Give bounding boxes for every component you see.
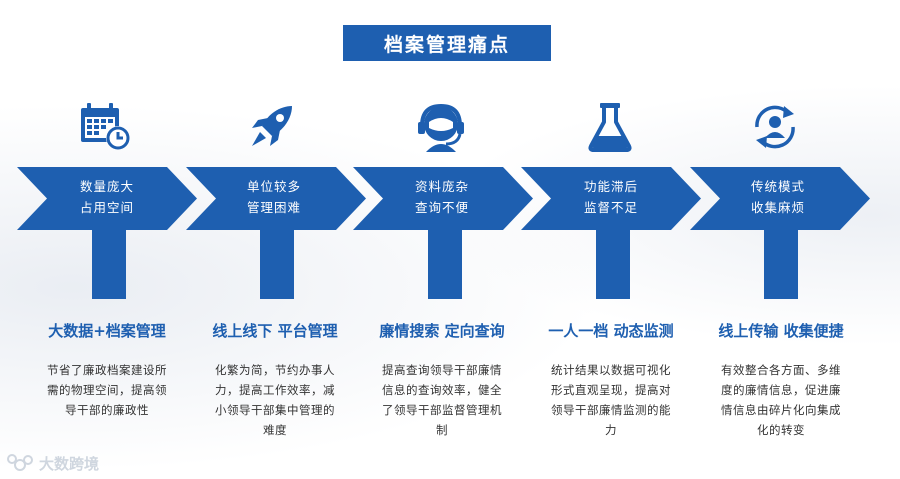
stem-5: [764, 230, 798, 299]
watermark-logo: 大数跨境: [6, 452, 99, 474]
calendar-icon: [81, 103, 130, 150]
stem-3: [428, 230, 462, 299]
step-4-problem: 功能滞后 监督不足: [583, 179, 638, 215]
step-4-description: 统计结果以数据可视化 形式直观呈现，提高对 领导干部廉情监测的能 力: [551, 363, 671, 437]
step-1-heading: 大数据+档案管理: [48, 322, 166, 340]
user-refresh-icon: [755, 105, 795, 149]
page-title: 档案管理痛点: [343, 25, 551, 61]
watermark-text: 大数跨境: [39, 454, 100, 473]
step-3-heading: 廉情搜索 定向查询: [379, 322, 505, 340]
logo-mark-icon: [7, 454, 33, 471]
rocket-icon: [252, 106, 292, 146]
step-5-description: 有效整合各方面、多维 度的廉情信息，促进廉 情信息由碎片化向集成 化的转变: [721, 363, 841, 437]
stem-4: [596, 230, 630, 299]
step-1-problem: 数量庞大 占用空间: [79, 179, 134, 215]
step-4-heading: 一人一档 动态监测: [548, 322, 674, 340]
headset-icon: [418, 103, 464, 152]
chevron-shape-1: [17, 167, 197, 230]
step-2-heading: 线上线下 平台管理: [212, 322, 338, 340]
chevron-shape-3: [353, 167, 533, 230]
step-2-problem: 单位较多 管理困难: [246, 179, 301, 215]
step-3-description: 提高查询领导干部廉情 信息的查询效率，健全 了领导干部监督管理机 制: [382, 363, 502, 437]
chevron-shape-4: [521, 167, 701, 230]
step-2-description: 化繁为简，节约办事人 力，提高工作效率，减 小领导干部集中管理的 难度: [215, 363, 335, 437]
stem-1: [92, 230, 126, 299]
step-5-problem: 传统模式 收集麻烦: [750, 179, 805, 215]
chevron-shape-5: [690, 167, 870, 230]
flask-icon: [588, 103, 632, 152]
chevron-shape-2: [186, 167, 366, 230]
step-5-heading: 线上传输 收集便捷: [718, 322, 844, 340]
step-3-problem: 资料庞杂 查询不便: [414, 179, 469, 215]
stem-2: [260, 230, 294, 299]
step-1-description: 节省了廉政档案建设所 需的物理空间，提高领 导干部的廉政性: [47, 363, 167, 417]
